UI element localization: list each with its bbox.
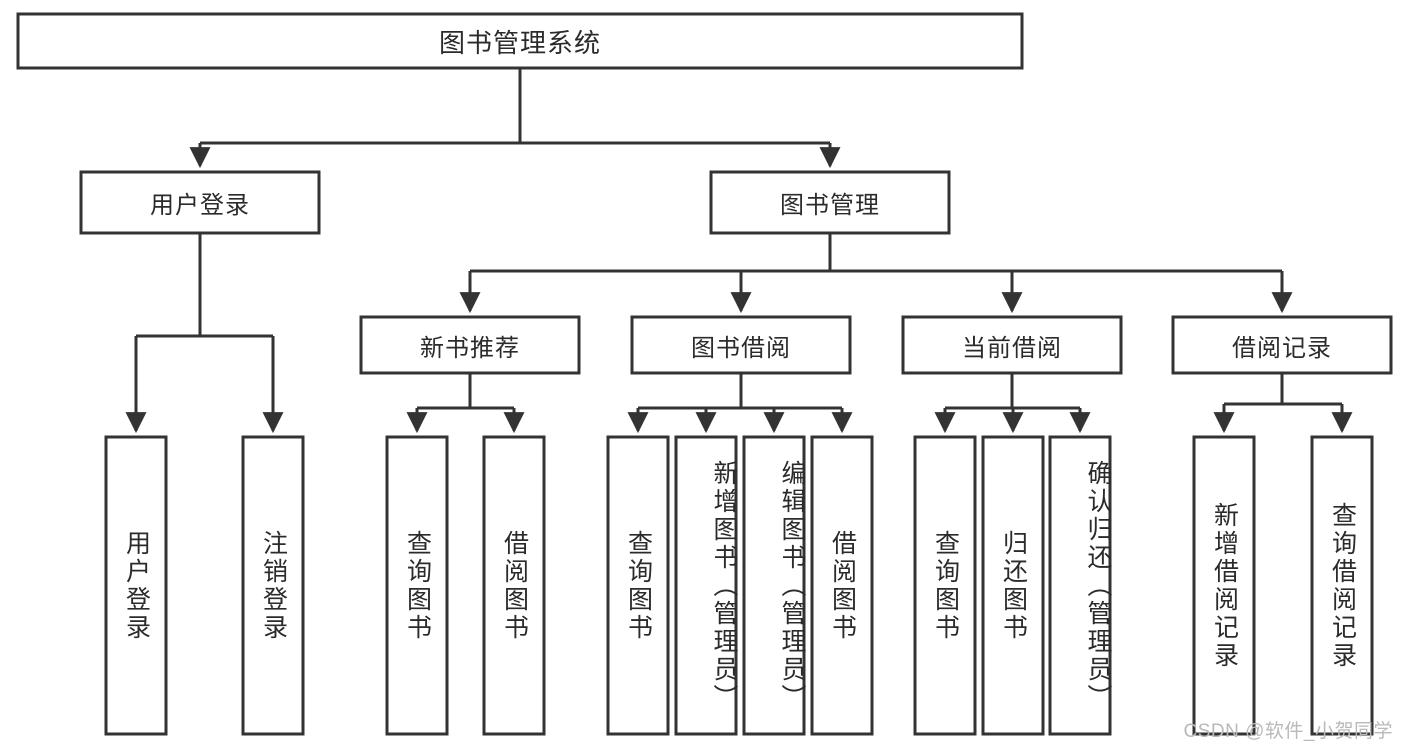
node-box-new-book-recommend[interactable] [359, 315, 581, 375]
node-box-confirm-return-admin[interactable] [1048, 435, 1112, 736]
node-box-query-book-3[interactable] [913, 435, 977, 736]
node-box-borrow-records[interactable] [1171, 315, 1393, 375]
node-box-root[interactable] [16, 12, 1024, 70]
node-box-return-book[interactable] [981, 435, 1045, 736]
node-box-query-book-1[interactable] [385, 435, 449, 736]
node-box-query-book-2[interactable] [606, 435, 670, 736]
node-box-edit-book-admin[interactable] [742, 435, 806, 736]
node-box-borrow-book-1[interactable] [482, 435, 546, 736]
node-box-user-logout-leaf[interactable] [241, 435, 305, 736]
node-box-query-borrow-record[interactable] [1310, 435, 1374, 736]
node-box-user-login[interactable] [79, 170, 321, 235]
node-box-book-management[interactable] [709, 170, 951, 235]
node-box-add-borrow-record[interactable] [1192, 435, 1256, 736]
node-box-add-book-admin[interactable] [674, 435, 738, 736]
node-box-book-borrow[interactable] [630, 315, 852, 375]
node-box-user-login-leaf[interactable] [104, 435, 168, 736]
watermark-text: CSDN @软件_小贺同学 [1183, 721, 1393, 742]
node-box-current-borrow[interactable] [901, 315, 1123, 375]
node-box-borrow-book-2[interactable] [810, 435, 874, 736]
